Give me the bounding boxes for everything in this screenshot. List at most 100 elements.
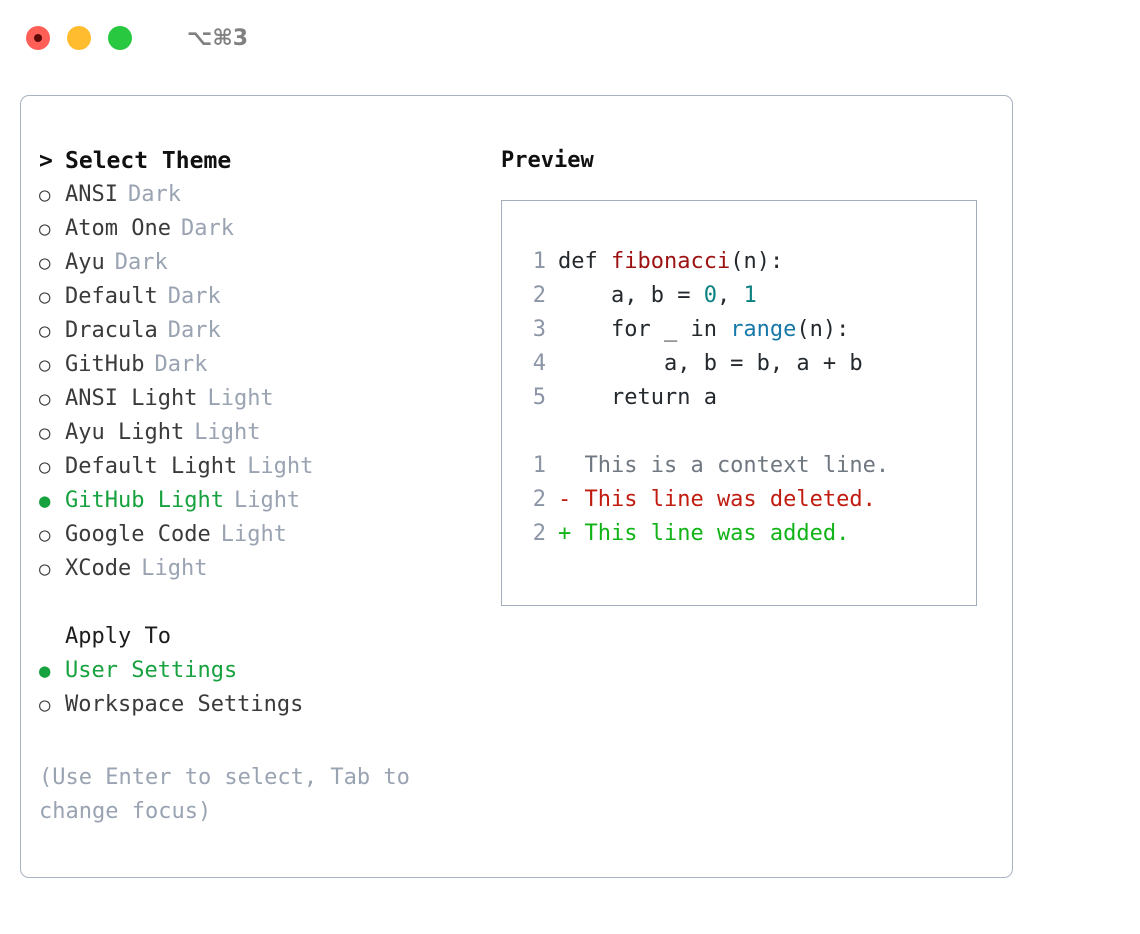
radio-empty-icon: ○ <box>39 252 51 274</box>
theme-variant-badge: Light <box>233 488 301 513</box>
theme-variant-badge: Dark <box>167 284 221 309</box>
radio-empty-icon: ○ <box>39 558 51 580</box>
theme-variant-badge: Light <box>141 556 208 581</box>
line-number: 5 <box>532 385 546 410</box>
theme-name-label: GitHub Light <box>65 488 224 513</box>
radio-empty-icon: ○ <box>39 184 51 206</box>
theme-name-label: Ayu <box>65 250 105 275</box>
theme-variant-badge: Light <box>247 454 314 479</box>
title-bar: ⌥⌘3 <box>0 0 1140 76</box>
radio-empty-icon: ○ <box>39 694 51 716</box>
code-line: 1 def fibonacci(n): <box>522 245 970 279</box>
theme-variant-badge: Dark <box>114 250 168 275</box>
line-number: 2 <box>532 487 546 512</box>
radio-empty-icon: ○ <box>39 524 51 546</box>
radio-selected-icon: ● <box>39 660 51 682</box>
code-token: , <box>716 283 744 308</box>
theme-name-label: Atom One <box>65 216 171 241</box>
code-diff-separator <box>522 415 970 449</box>
apply-to-option[interactable]: ○ Workspace Settings <box>39 688 489 722</box>
radio-empty-icon: ○ <box>39 286 51 308</box>
radio-empty-icon: ○ <box>39 456 51 478</box>
radio-selected-icon: ● <box>39 490 51 512</box>
maximize-window-button[interactable] <box>108 26 132 50</box>
apply-to-option[interactable]: ● User Settings <box>39 654 489 688</box>
line-number: 1 <box>532 453 546 478</box>
theme-list-item[interactable]: ○ Default Light Light <box>39 450 489 484</box>
apply-to-title: Apply To <box>65 624 171 649</box>
theme-variant-badge: Dark <box>154 352 208 377</box>
radio-empty-icon: ○ <box>39 218 51 240</box>
diff-text: This is a context line. <box>558 453 890 478</box>
list-spacer <box>39 586 489 620</box>
page-title: Select Theme <box>65 148 232 174</box>
theme-name-label: ANSI Light <box>65 386 198 411</box>
code-token: (n): <box>730 249 784 274</box>
theme-variant-badge: Light <box>207 386 274 411</box>
code-line: 3 for _ in range(n): <box>522 313 970 347</box>
radio-empty-icon: ○ <box>39 354 51 376</box>
code-token: 0 <box>703 283 717 308</box>
keyboard-hint: (Use Enter to select, Tab to change focu… <box>39 765 410 824</box>
theme-name-label: Google Code <box>65 522 211 547</box>
theme-name-label: XCode <box>65 556 132 581</box>
theme-list-item[interactable]: ○ GitHub Dark <box>39 348 489 382</box>
code-token: fibonacci <box>610 249 731 274</box>
close-window-button[interactable] <box>26 26 50 50</box>
code-token: def <box>558 249 611 274</box>
theme-list-item[interactable]: ○ ANSI Dark <box>39 178 489 212</box>
diff-text: + This line was added. <box>558 521 850 546</box>
code-token: (n): <box>796 317 850 342</box>
theme-list-item[interactable]: ○ Google Code Light <box>39 518 489 552</box>
theme-picker-heading: > Select Theme <box>39 144 489 178</box>
diff-line: 2 - This line was deleted. <box>522 483 970 517</box>
window-controls <box>26 26 132 50</box>
code-line: 2 a, b = 0, 1 <box>522 279 970 313</box>
diff-line: 2 + This line was added. <box>522 517 970 551</box>
code-token: 1 <box>743 283 757 308</box>
preview-title: Preview <box>501 148 594 173</box>
theme-name-label: GitHub <box>65 352 145 377</box>
theme-list-item[interactable]: ○ Ayu Light Light <box>39 416 489 450</box>
radio-empty-icon: ○ <box>39 422 51 444</box>
theme-list-item[interactable]: ○ XCode Light <box>39 552 489 586</box>
line-number: 1 <box>532 249 546 274</box>
code-token: return a <box>558 385 717 410</box>
apply-to-label: Workspace Settings <box>65 692 304 717</box>
theme-variant-badge: Light <box>220 522 287 547</box>
code-token: for _ in <box>558 317 731 342</box>
diff-text: - This line was deleted. <box>558 487 876 512</box>
theme-name-label: Default Light <box>65 454 238 479</box>
theme-name-label: Dracula <box>65 318 158 343</box>
theme-list-item[interactable]: ○ Ayu Dark <box>39 246 489 280</box>
line-number: 2 <box>532 521 546 546</box>
caret-icon: > <box>39 148 53 174</box>
code-line: 4 a, b = b, a + b <box>522 347 970 381</box>
theme-name-label: Ayu Light <box>65 420 185 445</box>
minimize-window-button[interactable] <box>67 26 91 50</box>
diff-sample: 1 This is a context line. 2 - This line wa… <box>522 449 970 551</box>
theme-name-label: ANSI <box>65 182 118 207</box>
line-number: 3 <box>532 317 546 342</box>
theme-variant-badge: Dark <box>127 182 181 207</box>
code-token: a, b = <box>558 283 704 308</box>
line-number: 2 <box>532 283 546 308</box>
apply-to-list: ● User Settings ○ Workspace Settings <box>39 654 489 722</box>
apply-to-label: User Settings <box>65 658 238 683</box>
theme-variant-badge: Light <box>194 420 261 445</box>
theme-list-item[interactable]: ● GitHub Light Light <box>39 484 489 518</box>
radio-empty-icon: ○ <box>39 320 51 342</box>
theme-list-item[interactable]: ○ Dracula Dark <box>39 314 489 348</box>
theme-variant-badge: Dark <box>167 318 221 343</box>
